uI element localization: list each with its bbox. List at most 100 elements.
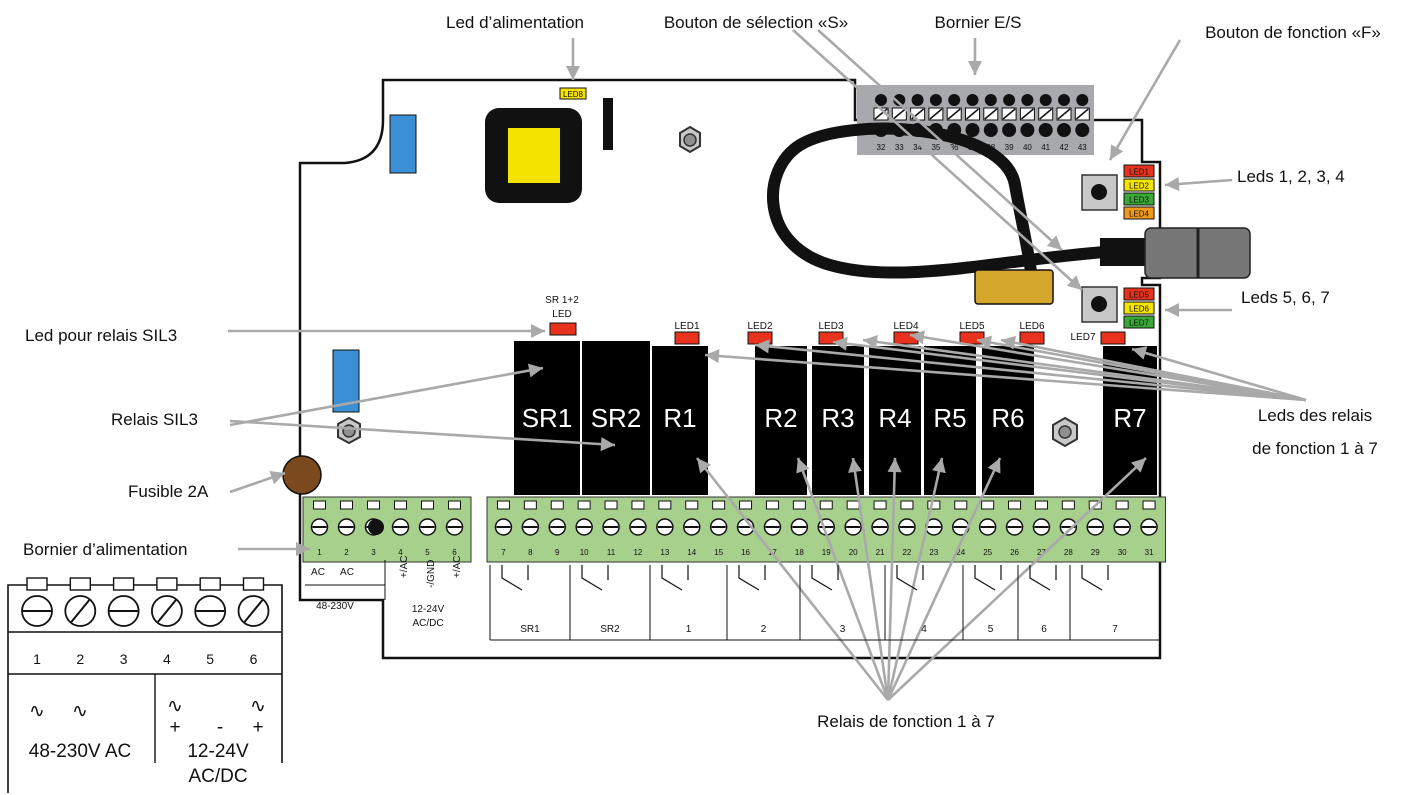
terminal-number: 11 — [607, 548, 616, 557]
terminal-number: 12 — [633, 548, 642, 557]
terminal-number: 27 — [1037, 548, 1046, 557]
power-led-label: LED8 — [563, 90, 584, 99]
terminal-number: 16 — [741, 548, 750, 557]
io-terminal-pin — [911, 94, 924, 106]
relay-label: R6 — [991, 403, 1024, 433]
terminal-number: 24 — [956, 548, 965, 557]
relay-group-label: 6 — [1041, 624, 1047, 635]
io-terminal-pin — [948, 94, 961, 106]
io-terminal-pin — [1076, 94, 1089, 106]
io-terminal-number: 33 — [895, 143, 904, 152]
power-label-plus-ac: +/AC — [399, 555, 410, 578]
legend-number: 4 — [163, 651, 171, 667]
callout-function-relays: Relais de fonction 1 à 7 — [817, 712, 995, 731]
relay-label: R2 — [764, 403, 797, 433]
io-terminal-number: 41 — [1041, 143, 1050, 152]
io-terminal-pin — [1075, 123, 1090, 137]
status-led — [1123, 178, 1155, 192]
relay-label: R4 — [878, 403, 911, 433]
io-terminal-pin — [1058, 94, 1070, 106]
legend-symbol-1: ∿ — [29, 701, 45, 722]
callout-leds-5-7: Leds 5, 6, 7 — [1241, 288, 1330, 307]
legend-number: 6 — [250, 651, 258, 667]
relay-group-label: 2 — [761, 624, 767, 635]
legend-sign-plus-2: + — [252, 717, 263, 738]
terminal-number: 18 — [795, 548, 804, 557]
power-voltage-dc-line2: AC/DC — [412, 618, 443, 629]
callout-function-button: Bouton de fonction «F» — [1205, 23, 1381, 42]
terminal-number: 10 — [580, 548, 589, 557]
power-terminal-labels: AC AC +/AC -/GND +/AC 48-230V 12-24V AC/… — [305, 555, 463, 629]
terminal-number: 26 — [1010, 548, 1019, 557]
power-led — [559, 87, 587, 100]
io-terminal-pin — [893, 94, 906, 106]
callout-io-terminal: Bornier E/S — [935, 13, 1022, 32]
legend-symbol-4: ∿ — [250, 696, 266, 717]
legend-number: 1 — [33, 651, 41, 667]
hex-nut-top — [679, 125, 701, 154]
relay-label: R5 — [933, 403, 966, 433]
status-led — [1123, 287, 1155, 301]
callout-arrows — [228, 29, 1307, 701]
terminal-number: 1 — [317, 548, 322, 557]
terminal-number: 15 — [714, 548, 723, 557]
relay-led — [1019, 331, 1045, 345]
terminal-number: 5 — [425, 548, 430, 557]
relay-label: R3 — [821, 403, 854, 433]
callout-fuse: Fusible 2A — [128, 482, 209, 501]
relay-group-label: 3 — [840, 624, 846, 635]
legend-number: 3 — [120, 651, 128, 667]
io-terminal-number: 36 — [950, 143, 959, 152]
relay-r1 — [652, 346, 708, 495]
status-led — [1123, 301, 1155, 315]
terminal-number: 28 — [1064, 548, 1073, 557]
io-terminal-pin — [1038, 123, 1053, 137]
terminal-number: 14 — [687, 548, 696, 557]
terminal-number: 9 — [555, 548, 560, 557]
legend-ac-label: 48-230V AC — [29, 741, 131, 762]
terminal-number: 8 — [528, 548, 533, 557]
relay-label: SR2 — [591, 403, 642, 433]
terminal-number: 4 — [398, 548, 403, 557]
io-terminal-pin — [1003, 94, 1016, 106]
callout-leds-1-4: Leds 1, 2, 3, 4 — [1237, 167, 1345, 186]
board-connector — [603, 98, 613, 150]
terminal-number: 3 — [371, 548, 376, 557]
legend-number: 5 — [206, 651, 214, 667]
power-voltage-dc-line1: 12-24V — [412, 604, 445, 615]
io-terminal-number: 35 — [931, 143, 940, 152]
power-label-plus-ac2: +/AC — [452, 555, 463, 578]
status-led-label: LED3 — [1129, 196, 1150, 205]
relay-label: SR1 — [522, 403, 573, 433]
terminal-number: 21 — [876, 548, 885, 557]
relay-led-label: LED7 — [1070, 332, 1095, 343]
relay-group-label: SR1 — [520, 624, 540, 635]
power-label-ac2: AC — [340, 567, 354, 578]
function-button[interactable] — [1081, 174, 1118, 211]
terminal-number: 22 — [902, 548, 911, 557]
power-voltage-ac: 48-230V — [316, 601, 354, 612]
legend-dc-label-line2: AC/DC — [188, 766, 247, 787]
legend-number: 2 — [76, 651, 84, 667]
select-button[interactable] — [1081, 286, 1118, 323]
cable-connector-yellow — [974, 269, 1054, 305]
power-terminal-block: 1 2 3 4 5 6 — [302, 496, 472, 563]
terminal-number: 25 — [983, 548, 992, 557]
io-terminal-pin — [984, 94, 997, 106]
capacitor-top — [389, 114, 417, 174]
status-led — [1123, 206, 1155, 220]
terminal-number: 23 — [929, 548, 938, 557]
legend-symbol-3: ∿ — [167, 696, 183, 717]
io-terminal-number: 40 — [1023, 143, 1032, 152]
relay-group-label: 7 — [1112, 624, 1118, 635]
terminal-number: 2 — [344, 548, 349, 557]
terminal-number: 6 — [452, 548, 457, 557]
terminal-number: 31 — [1145, 548, 1154, 557]
status-led — [1123, 315, 1155, 329]
callout-sil3-led: Led pour relais SIL3 — [25, 326, 177, 345]
io-terminal-pin — [983, 123, 998, 137]
io-terminal-number: 42 — [1060, 143, 1069, 152]
